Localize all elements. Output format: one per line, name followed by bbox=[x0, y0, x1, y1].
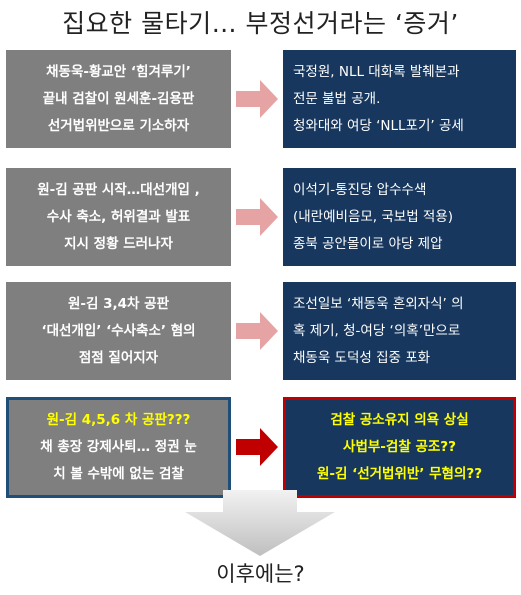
right-box-3-line-2: 혹 제기, 청-여당 ‘의혹’만으로 bbox=[293, 322, 461, 339]
right-box-1-line-2: 전문 불법 공개. bbox=[293, 90, 381, 107]
right-box-4-line-3: 원-김 ‘선거법위반’ 무혐의?? bbox=[316, 466, 483, 482]
right-box-3-line-1: 조선일보 ‘채동욱 혼외자식’ 의 bbox=[293, 295, 464, 312]
down-arrow-icon bbox=[185, 490, 335, 556]
right-box-3-line-3: 채동욱 도덕성 집중 포화 bbox=[293, 349, 431, 366]
left-box-4-line-3: 치 볼 수밖에 없는 검찰 bbox=[53, 466, 184, 482]
right-arrow-icon bbox=[236, 312, 278, 350]
right-arrow-icon bbox=[236, 428, 278, 466]
left-box-3: 원-김 3,4차 공판 ‘대선개입’ ‘수사축소’ 혐의 점점 짙어지자 bbox=[6, 282, 231, 380]
right-box-4-line-1: 검찰 공소유지 의욕 상실 bbox=[330, 412, 469, 428]
left-box-2-line-2: 수사 축소, 허위결과 발표 bbox=[46, 208, 191, 225]
right-arrow-icon bbox=[236, 80, 278, 118]
left-box-1-line-1: 채동욱-황교안 ‘힘겨루기’ bbox=[46, 63, 191, 80]
right-box-1-line-3: 청와대와 여당 ‘NLL포기’ 공세 bbox=[293, 117, 464, 134]
left-box-3-line-2: ‘대선개입’ ‘수사축소’ 혐의 bbox=[41, 322, 196, 339]
left-box-4-line-2: 채 총장 강제사퇴… 정권 눈 bbox=[40, 439, 197, 455]
left-box-2-line-3: 지시 정황 드러나자 bbox=[64, 235, 173, 252]
bottom-question: 이후에는? bbox=[216, 562, 305, 586]
left-box-2-line-1: 원-김 공판 시작…대선개입 , bbox=[37, 181, 200, 198]
right-box-1: 국정원, NLL 대화록 발췌본과 전문 불법 공개. 청와대와 여당 ‘NLL… bbox=[283, 50, 516, 148]
left-box-1-line-3: 선거법위반으로 기소하자 bbox=[47, 117, 190, 134]
right-box-4: 검찰 공소유지 의욕 상실 사법부-검찰 공조?? 원-김 ‘선거법위반’ 무혐… bbox=[283, 397, 516, 498]
right-arrow-icon bbox=[236, 198, 278, 236]
left-box-4-line-1: 원-김 4,5,6 차 공판??? bbox=[46, 412, 191, 428]
left-box-4: 원-김 4,5,6 차 공판??? 채 총장 강제사퇴… 정권 눈 치 볼 수밖… bbox=[6, 397, 231, 498]
right-box-2-line-3: 종북 공안몰이로 야당 제압 bbox=[293, 235, 443, 252]
right-box-2-line-2: (내란예비음모, 국보법 적용) bbox=[293, 208, 454, 225]
right-box-2-line-1: 이석기-통진당 압수수색 bbox=[293, 181, 427, 198]
left-box-1: 채동욱-황교안 ‘힘겨루기’ 끝내 검찰이 원세훈-김용판 선거법위반으로 기소… bbox=[6, 50, 231, 148]
left-box-2: 원-김 공판 시작…대선개입 , 수사 축소, 허위결과 발표 지시 정황 드러… bbox=[6, 168, 231, 266]
right-box-2: 이석기-통진당 압수수색 (내란예비음모, 국보법 적용) 종북 공안몰이로 야… bbox=[283, 168, 516, 266]
left-box-3-line-3: 점점 짙어지자 bbox=[78, 349, 159, 366]
right-box-3: 조선일보 ‘채동욱 혼외자식’ 의 혹 제기, 청-여당 ‘의혹’만으로 채동욱… bbox=[283, 282, 516, 380]
page-title: 집요한 물타기… 부정선거라는 ‘증거’ bbox=[62, 9, 459, 38]
right-box-1-line-1: 국정원, NLL 대화록 발췌본과 bbox=[293, 63, 460, 80]
right-box-4-line-2: 사법부-검찰 공조?? bbox=[343, 439, 456, 455]
left-box-3-line-1: 원-김 3,4차 공판 bbox=[67, 295, 170, 312]
left-box-1-line-2: 끝내 검찰이 원세훈-김용판 bbox=[42, 90, 195, 107]
